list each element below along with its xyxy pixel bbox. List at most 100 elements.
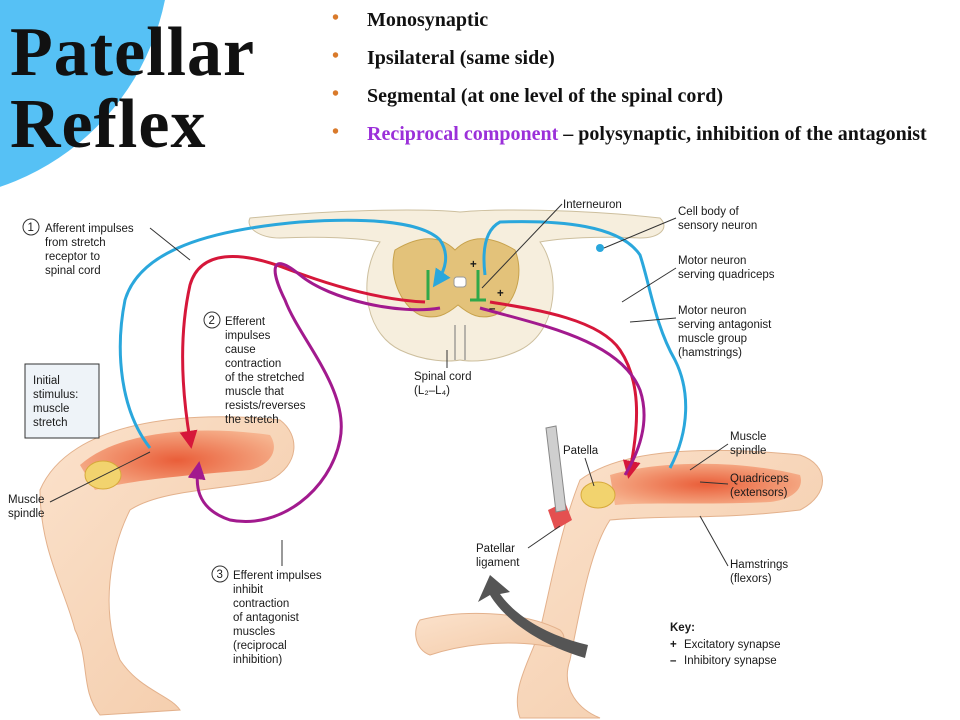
bullet-text: Monosynaptic (367, 9, 489, 31)
muscle-spindle-left-label: Muscle spindle (8, 451, 151, 520)
label-line: Motor neuron (678, 255, 746, 267)
synapse-plus: + (470, 259, 477, 271)
step-1-line: spinal cord (45, 265, 101, 277)
label-line: Spinal cord (414, 371, 472, 383)
inhibitory-pathway (187, 262, 441, 523)
step-3-line: of antagonist (233, 612, 300, 624)
motion-arrow-icon (478, 575, 588, 658)
interneuron-label: Interneuron (481, 199, 622, 289)
label-line: spindle (8, 508, 44, 520)
step-3-line: inhibition) (233, 654, 282, 666)
spinal-cord-label: Spinal cord (L₂–L₄) (414, 350, 472, 397)
reflex-hammer-icon (545, 425, 567, 513)
step-1-number: 1 (28, 222, 34, 234)
step-2-line: impulses (225, 330, 271, 342)
step-2-line: contraction (225, 358, 281, 370)
quadriceps-label: Quadriceps (extensors) (699, 473, 789, 499)
label-line: (L₂–L₄) (414, 385, 450, 397)
label-line: Motor neuron (678, 305, 746, 317)
key-symbol: + (670, 639, 677, 651)
label-line: spindle (730, 445, 766, 457)
key-legend: Key: + Excitatory synapse – Inhibitory s… (670, 622, 781, 667)
label-line: Patella (563, 445, 599, 457)
bullet-text: Segmental (at one level of the spinal co… (367, 85, 724, 107)
spinal-cord-section (248, 209, 665, 362)
title-line-1: Patellar (10, 14, 256, 91)
step-1-line: from stretch (45, 237, 106, 249)
step-3-line: Efferent impulses (233, 570, 322, 582)
step-2-line: the stretch (225, 414, 279, 426)
step-3-number: 3 (217, 569, 223, 581)
afferent-pathway-right (482, 220, 688, 469)
label-line: Patellar (476, 543, 515, 555)
efferent-pathway-right (489, 300, 641, 479)
label-line: (extensors) (730, 487, 788, 499)
bullet-text: – polysynaptic, inhibition of the antago… (558, 123, 927, 145)
reflex-diagram: + + – 1 Afferent impulses from stretch r… (8, 199, 823, 719)
step-3-label: 3 Efferent impulses inhibit contraction … (211, 540, 322, 666)
label-line: Quadriceps (730, 473, 789, 485)
step-2-line: cause (225, 344, 256, 356)
label-line: muscle group (678, 333, 747, 345)
step-2-label: 2 Efferent impulses cause contraction of… (203, 311, 306, 426)
label-line: (flexors) (730, 573, 772, 585)
step-3-line: muscles (233, 626, 275, 638)
label-line: sensory neuron (678, 220, 757, 232)
key-label: Inhibitory synapse (684, 655, 777, 667)
left-leg (39, 416, 295, 716)
label-line: Muscle (730, 431, 766, 443)
cell-body-label: Cell body of sensory neuron (603, 206, 757, 249)
hamstrings-label: Hamstrings (flexors) (699, 515, 788, 585)
bullet-dot-icon: • (332, 83, 340, 105)
efferent-pathway (179, 255, 426, 449)
step-2-line: of the stretched (225, 372, 304, 384)
initial-stimulus-line: muscle (33, 403, 69, 415)
label-line: (hamstrings) (678, 347, 742, 359)
patellar-ligament-label: Patellar ligament (476, 525, 561, 569)
bullet-item: • Reciprocal component – polysynaptic, in… (330, 121, 955, 146)
step-1-line: receptor to (45, 251, 100, 263)
step-1-line: Afferent impulses (45, 223, 134, 235)
step-2-number: 2 (209, 315, 215, 327)
key-title: Key: (670, 622, 695, 634)
label-line: serving antagonist (678, 319, 772, 331)
motor-antagonist-label: Motor neuron serving antagonist muscle g… (629, 305, 772, 359)
synapse-minus: – (489, 303, 496, 315)
label-line: Hamstrings (730, 559, 788, 571)
bullet-text: Ipsilateral (same side) (367, 47, 555, 69)
inhibitory-pathway-right (479, 306, 646, 476)
sensory-cell-body (596, 244, 604, 252)
key-label: Excitatory synapse (684, 639, 781, 651)
bullet-dot-icon: • (332, 45, 340, 67)
initial-stimulus-box: Initial stimulus: muscle stretch (24, 363, 100, 439)
step-2-line: muscle that (225, 386, 285, 398)
step-2-line: resists/reverses (225, 400, 306, 412)
bullet-dot-icon: • (332, 7, 340, 29)
step-3-line: inhibit (233, 584, 264, 596)
key-symbol: – (670, 655, 677, 667)
initial-stimulus-line: stimulus: (33, 389, 78, 401)
initial-stimulus-line: Initial (33, 375, 60, 387)
synapse-plus: + (497, 288, 504, 300)
label-line: serving quadriceps (678, 269, 775, 281)
label-line: Muscle (8, 494, 44, 506)
label-line: ligament (476, 557, 520, 569)
title-line-2: Reflex (10, 86, 207, 163)
step-1-label: 1 Afferent impulses from stretch recepto… (22, 218, 191, 277)
patella-label: Patella (563, 445, 599, 487)
step-2-line: Efferent (225, 316, 266, 328)
initial-stimulus-line: stretch (33, 417, 68, 429)
afferent-pathway (118, 218, 451, 449)
step-3-line: contraction (233, 598, 289, 610)
label-line: Interneuron (563, 199, 622, 211)
label-line: Cell body of (678, 206, 740, 218)
bullet-dot-icon: • (332, 121, 340, 143)
bullet-item: • Segmental (at one level of the spinal c… (330, 83, 955, 108)
bullet-highlight: Reciprocal component (367, 123, 559, 145)
motor-quad-label: Motor neuron serving quadriceps (621, 255, 775, 303)
bullet-item: • Ipsilateral (same side) (330, 45, 955, 70)
right-leg (415, 449, 823, 719)
step-3-line: (reciprocal (233, 640, 287, 652)
bullet-item: • Monosynaptic (330, 7, 955, 32)
